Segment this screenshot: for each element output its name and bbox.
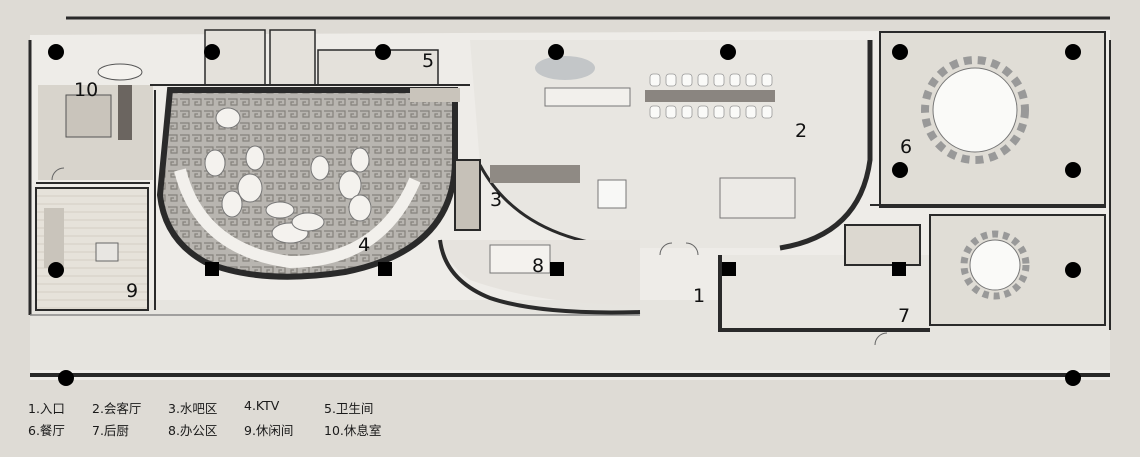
column bbox=[378, 262, 392, 276]
room-number: 4 bbox=[358, 234, 370, 256]
column bbox=[892, 162, 908, 178]
room-3-water-bar bbox=[454, 159, 481, 231]
room-6-dining bbox=[879, 31, 1106, 326]
doors bbox=[51, 167, 888, 346]
column bbox=[48, 262, 64, 278]
legend-item-lounge: 10.休息室 bbox=[324, 423, 382, 438]
room-number: 8 bbox=[532, 255, 544, 277]
column bbox=[48, 44, 64, 60]
legend-item-reception: 2.会客厅 bbox=[92, 401, 142, 416]
room-number: 1 bbox=[693, 285, 705, 307]
column bbox=[1065, 44, 1081, 60]
column bbox=[205, 262, 219, 276]
room-4-ktv bbox=[156, 87, 458, 280]
column bbox=[375, 44, 391, 60]
room-number: 2 bbox=[795, 120, 807, 142]
room-number: 10 bbox=[74, 79, 98, 101]
room-7-kitchen bbox=[718, 224, 930, 332]
room-10-lounge bbox=[38, 63, 153, 180]
room-numbers: 1 2 3 4 5 6 7 8 9 10 bbox=[74, 50, 912, 327]
legend-item-dining: 6.餐厅 bbox=[28, 423, 65, 438]
legend: 1.入口 2.会客厅 3.水吧区 4.KTV 5.卫生间 6.餐厅 7.后厨 8… bbox=[28, 398, 448, 442]
room-9-leisure bbox=[35, 187, 149, 311]
room-number: 3 bbox=[490, 189, 502, 211]
legend-item-office: 8.办公区 bbox=[168, 423, 218, 438]
column bbox=[720, 44, 736, 60]
room-number: 6 bbox=[900, 136, 912, 158]
column bbox=[1065, 370, 1081, 386]
legend-item-water-bar: 3.水吧区 bbox=[168, 401, 218, 416]
room-number: 5 bbox=[422, 50, 434, 72]
column bbox=[550, 262, 564, 276]
column bbox=[1065, 262, 1081, 278]
room-number: 9 bbox=[126, 280, 138, 302]
legend-item-entrance: 1.入口 bbox=[28, 401, 65, 416]
column bbox=[1065, 162, 1081, 178]
column bbox=[58, 370, 74, 386]
column bbox=[892, 44, 908, 60]
column bbox=[204, 44, 220, 60]
legend-item-leisure: 9.休闲间 bbox=[244, 423, 294, 438]
column bbox=[892, 262, 906, 276]
legend-item-ktv: 4.KTV bbox=[244, 398, 280, 413]
room-8-office bbox=[438, 239, 641, 315]
column bbox=[722, 262, 736, 276]
legend-item-kitchen: 7.后厨 bbox=[92, 423, 129, 438]
column bbox=[548, 44, 564, 60]
outer-walls bbox=[28, 16, 1111, 377]
legend-item-restroom: 5.卫生间 bbox=[324, 401, 374, 416]
structural-columns bbox=[48, 44, 1081, 386]
room-number: 7 bbox=[898, 305, 910, 327]
inner-walls bbox=[36, 84, 1105, 310]
room-2-reception bbox=[470, 40, 873, 251]
